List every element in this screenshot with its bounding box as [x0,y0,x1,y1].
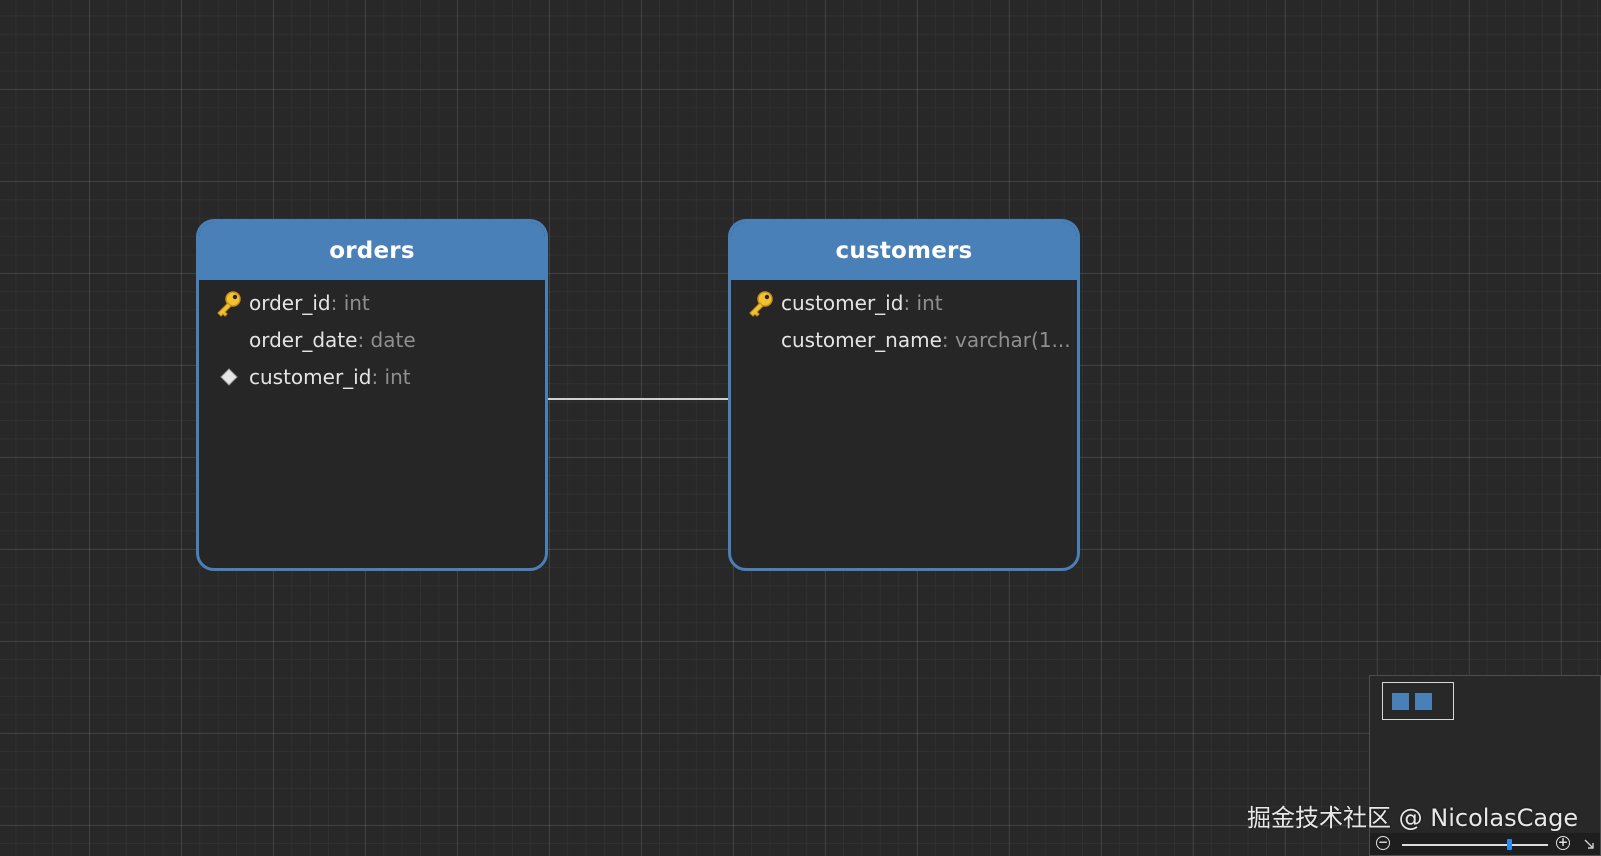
foreign-key-diamond-icon [209,367,249,386]
field-type: : int [903,290,943,315]
primary-key-icon [209,288,249,318]
field-name: order_date [249,327,358,352]
field-row-customer-name[interactable]: customer_name: varchar(1... [731,321,1077,358]
minimap-viewport[interactable] [1382,682,1454,720]
minimap-node-customers [1415,693,1432,710]
minimap[interactable]: − + [1369,675,1601,856]
field-name: order_id [249,290,331,315]
field-type: : date [357,327,416,352]
field-row-customer-id[interactable]: customer_id: int [731,284,1077,321]
table-fields: order_id: int order_date: date customer_… [199,280,545,395]
table-header[interactable]: customers [731,222,1077,280]
zoom-slider-thumb[interactable] [1506,839,1512,850]
field-row-order-date[interactable]: order_date: date [199,321,545,358]
field-name: customer_name [781,327,942,352]
table-header[interactable]: orders [199,222,545,280]
primary-key-icon [741,288,781,318]
field-name: customer_id [249,364,372,389]
table-customers[interactable]: customers customer_id: int customer_name… [728,219,1080,571]
table-orders[interactable]: orders order_id: int order_date: date c [196,219,548,571]
field-row-customer-id[interactable]: customer_id: int [199,358,545,395]
resize-handle-icon[interactable] [1584,839,1594,849]
zoom-slider-track[interactable] [1402,839,1548,850]
minimap-zoom-bar: − + [1370,833,1600,855]
table-fields: customer_id: int customer_name: varchar(… [731,280,1077,358]
field-type: : varchar(1... [941,327,1071,352]
field-name: customer_id [781,290,904,315]
zoom-out-button[interactable]: − [1376,835,1390,850]
minimap-node-orders [1392,693,1409,710]
zoom-in-button[interactable]: + [1556,835,1570,850]
field-type: : int [330,290,370,315]
field-type: : int [371,364,411,389]
watermark-text: 掘金技术社区 @ NicolasCage [1247,804,1579,832]
field-row-order-id[interactable]: order_id: int [199,284,545,321]
